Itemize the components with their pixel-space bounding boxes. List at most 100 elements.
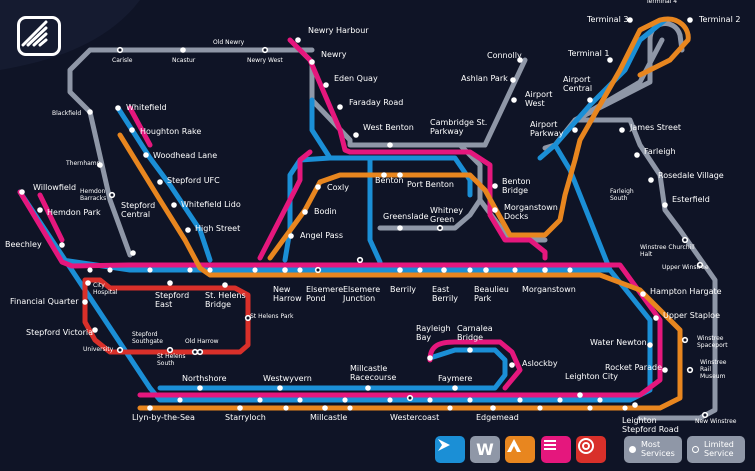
station-label-thernhamp[interactable]: Thernhamp (65, 160, 101, 167)
station-label-westwyvern[interactable]: Westwyvern (263, 374, 312, 383)
station-dot-newry-harbour[interactable] (295, 37, 301, 43)
station-dot-hemdon-barracks[interactable] (108, 191, 116, 199)
station-dot-hemdon-park[interactable] (37, 207, 43, 213)
station-dot-ashlan-park[interactable] (510, 77, 516, 83)
station-label-aslockby[interactable]: Aslockby (522, 359, 558, 368)
station-label-newry-west[interactable]: Newry West (247, 57, 283, 64)
station-dot-faraday-road[interactable] (337, 104, 343, 110)
station-label-westercoast[interactable]: Westercoast (390, 413, 439, 422)
station-dot[interactable] (447, 405, 453, 411)
station-dot[interactable] (297, 397, 303, 403)
station-dot-beaulieu-park[interactable] (483, 267, 489, 273)
station-dot-northshore[interactable] (197, 385, 203, 391)
station-label-willowfield[interactable]: Willowfield (33, 183, 76, 192)
station-label-terminal-4[interactable]: Terminal 4 (645, 0, 677, 5)
station-label-hemdon-park[interactable]: Hemdon Park (47, 208, 101, 217)
station-label-hampton-hargate[interactable]: Hampton Hargate (650, 287, 722, 296)
station-dot[interactable] (177, 397, 183, 403)
station-dot-st-helens-bridge[interactable] (222, 282, 228, 288)
station-label-llyn-by-the-sea[interactable]: Llyn-by-the-Sea (132, 413, 195, 422)
station-dot-st-helens-park[interactable] (244, 314, 252, 322)
station-dot-terminal-1[interactable] (607, 57, 613, 63)
station-dot-ncastur[interactable] (180, 47, 186, 53)
station-label-old-harrow[interactable]: Old Harrow (185, 338, 219, 345)
station-dot[interactable] (252, 267, 258, 273)
station-dot-leighton-stepford-road[interactable] (632, 402, 638, 408)
station-dot-whitefield-lido[interactable] (171, 202, 177, 208)
station-dot-millcastle-racecourse[interactable] (365, 385, 371, 391)
station-dot[interactable] (187, 267, 193, 273)
station-label-stepford-victoria[interactable]: Stepford Victoria (26, 328, 93, 337)
station-dot[interactable] (567, 267, 573, 273)
station-dot-west-benton[interactable] (353, 132, 359, 138)
station-dot-westercoast[interactable] (406, 394, 414, 402)
station-dot-eden-quay[interactable] (323, 82, 329, 88)
station-label-angel-pass[interactable]: Angel Pass (300, 231, 343, 240)
station-label-houghton-rake[interactable]: Houghton Rake (140, 127, 201, 136)
station-label-woodhead-lane[interactable]: Woodhead Lane (153, 151, 217, 160)
station-label-leighton-city[interactable]: Leighton City (565, 372, 618, 381)
station-dot[interactable] (467, 267, 473, 273)
station-dot-rayleigh-bay[interactable] (427, 355, 433, 361)
station-label-greenslade[interactable]: Greenslade (383, 212, 429, 221)
stepford-logo-icon[interactable] (17, 16, 61, 56)
station-dot-angel-pass[interactable] (288, 233, 294, 239)
station-dot-stepford-southgate[interactable] (166, 346, 174, 354)
station-dot-elsemere-junction[interactable] (356, 256, 364, 264)
station-label-rosedale-village[interactable]: Rosedale Village (658, 171, 724, 180)
station-dot-winstree-rail-museum[interactable] (686, 366, 694, 374)
station-dot-carnalea-bridge[interactable] (467, 347, 473, 353)
station-dot-elsemere-pond[interactable] (314, 266, 322, 274)
station-label-new-winstree[interactable]: New Winstree (695, 418, 737, 425)
station-dot-aslockby[interactable] (509, 362, 515, 368)
station-dot[interactable] (297, 267, 303, 273)
station-dot-stepford-victoria[interactable] (92, 327, 98, 333)
station-label-terminal-3[interactable]: Terminal 3 (586, 15, 628, 24)
station-dot-whitefield[interactable] (115, 105, 121, 111)
station-label-benton[interactable]: Benton (375, 176, 404, 185)
station-label-west-benton[interactable]: West Benton (363, 123, 414, 132)
station-dot-thernhamp[interactable] (97, 162, 103, 168)
circle-line-icon[interactable] (576, 436, 606, 463)
station-dot[interactable] (427, 397, 433, 403)
station-dot-terminal-2[interactable] (687, 17, 693, 23)
station-dot-st-helens-south[interactable] (191, 348, 199, 356)
station-label-starryloch[interactable]: Starryloch (225, 413, 266, 422)
station-dot-james-street[interactable] (619, 127, 625, 133)
station-dot-millcastle[interactable] (322, 405, 328, 411)
station-dot[interactable] (622, 405, 628, 411)
station-dot-houghton-rake[interactable] (129, 127, 135, 133)
connect-icon[interactable] (435, 436, 465, 463)
station-dot-coxly[interactable] (315, 184, 321, 190)
station-dot-terminal-3[interactable] (627, 17, 633, 23)
station-dot-willowfield[interactable] (19, 189, 25, 195)
station-label-esterfield[interactable]: Esterfield (672, 195, 710, 204)
station-label-connolly[interactable]: Connolly (487, 51, 522, 60)
station-dot[interactable] (107, 267, 113, 273)
station-dot-stepford-east[interactable] (167, 280, 173, 286)
station-dot[interactable] (597, 397, 603, 403)
station-label-financial-quarter[interactable]: Financial Quarter (10, 297, 79, 306)
station-dot[interactable] (512, 267, 518, 273)
station-label-newry[interactable]: Newry (321, 50, 347, 59)
station-label-faymere[interactable]: Faymere (438, 374, 472, 383)
station-dot-westwyvern[interactable] (277, 385, 283, 391)
station-dot[interactable] (87, 267, 93, 273)
